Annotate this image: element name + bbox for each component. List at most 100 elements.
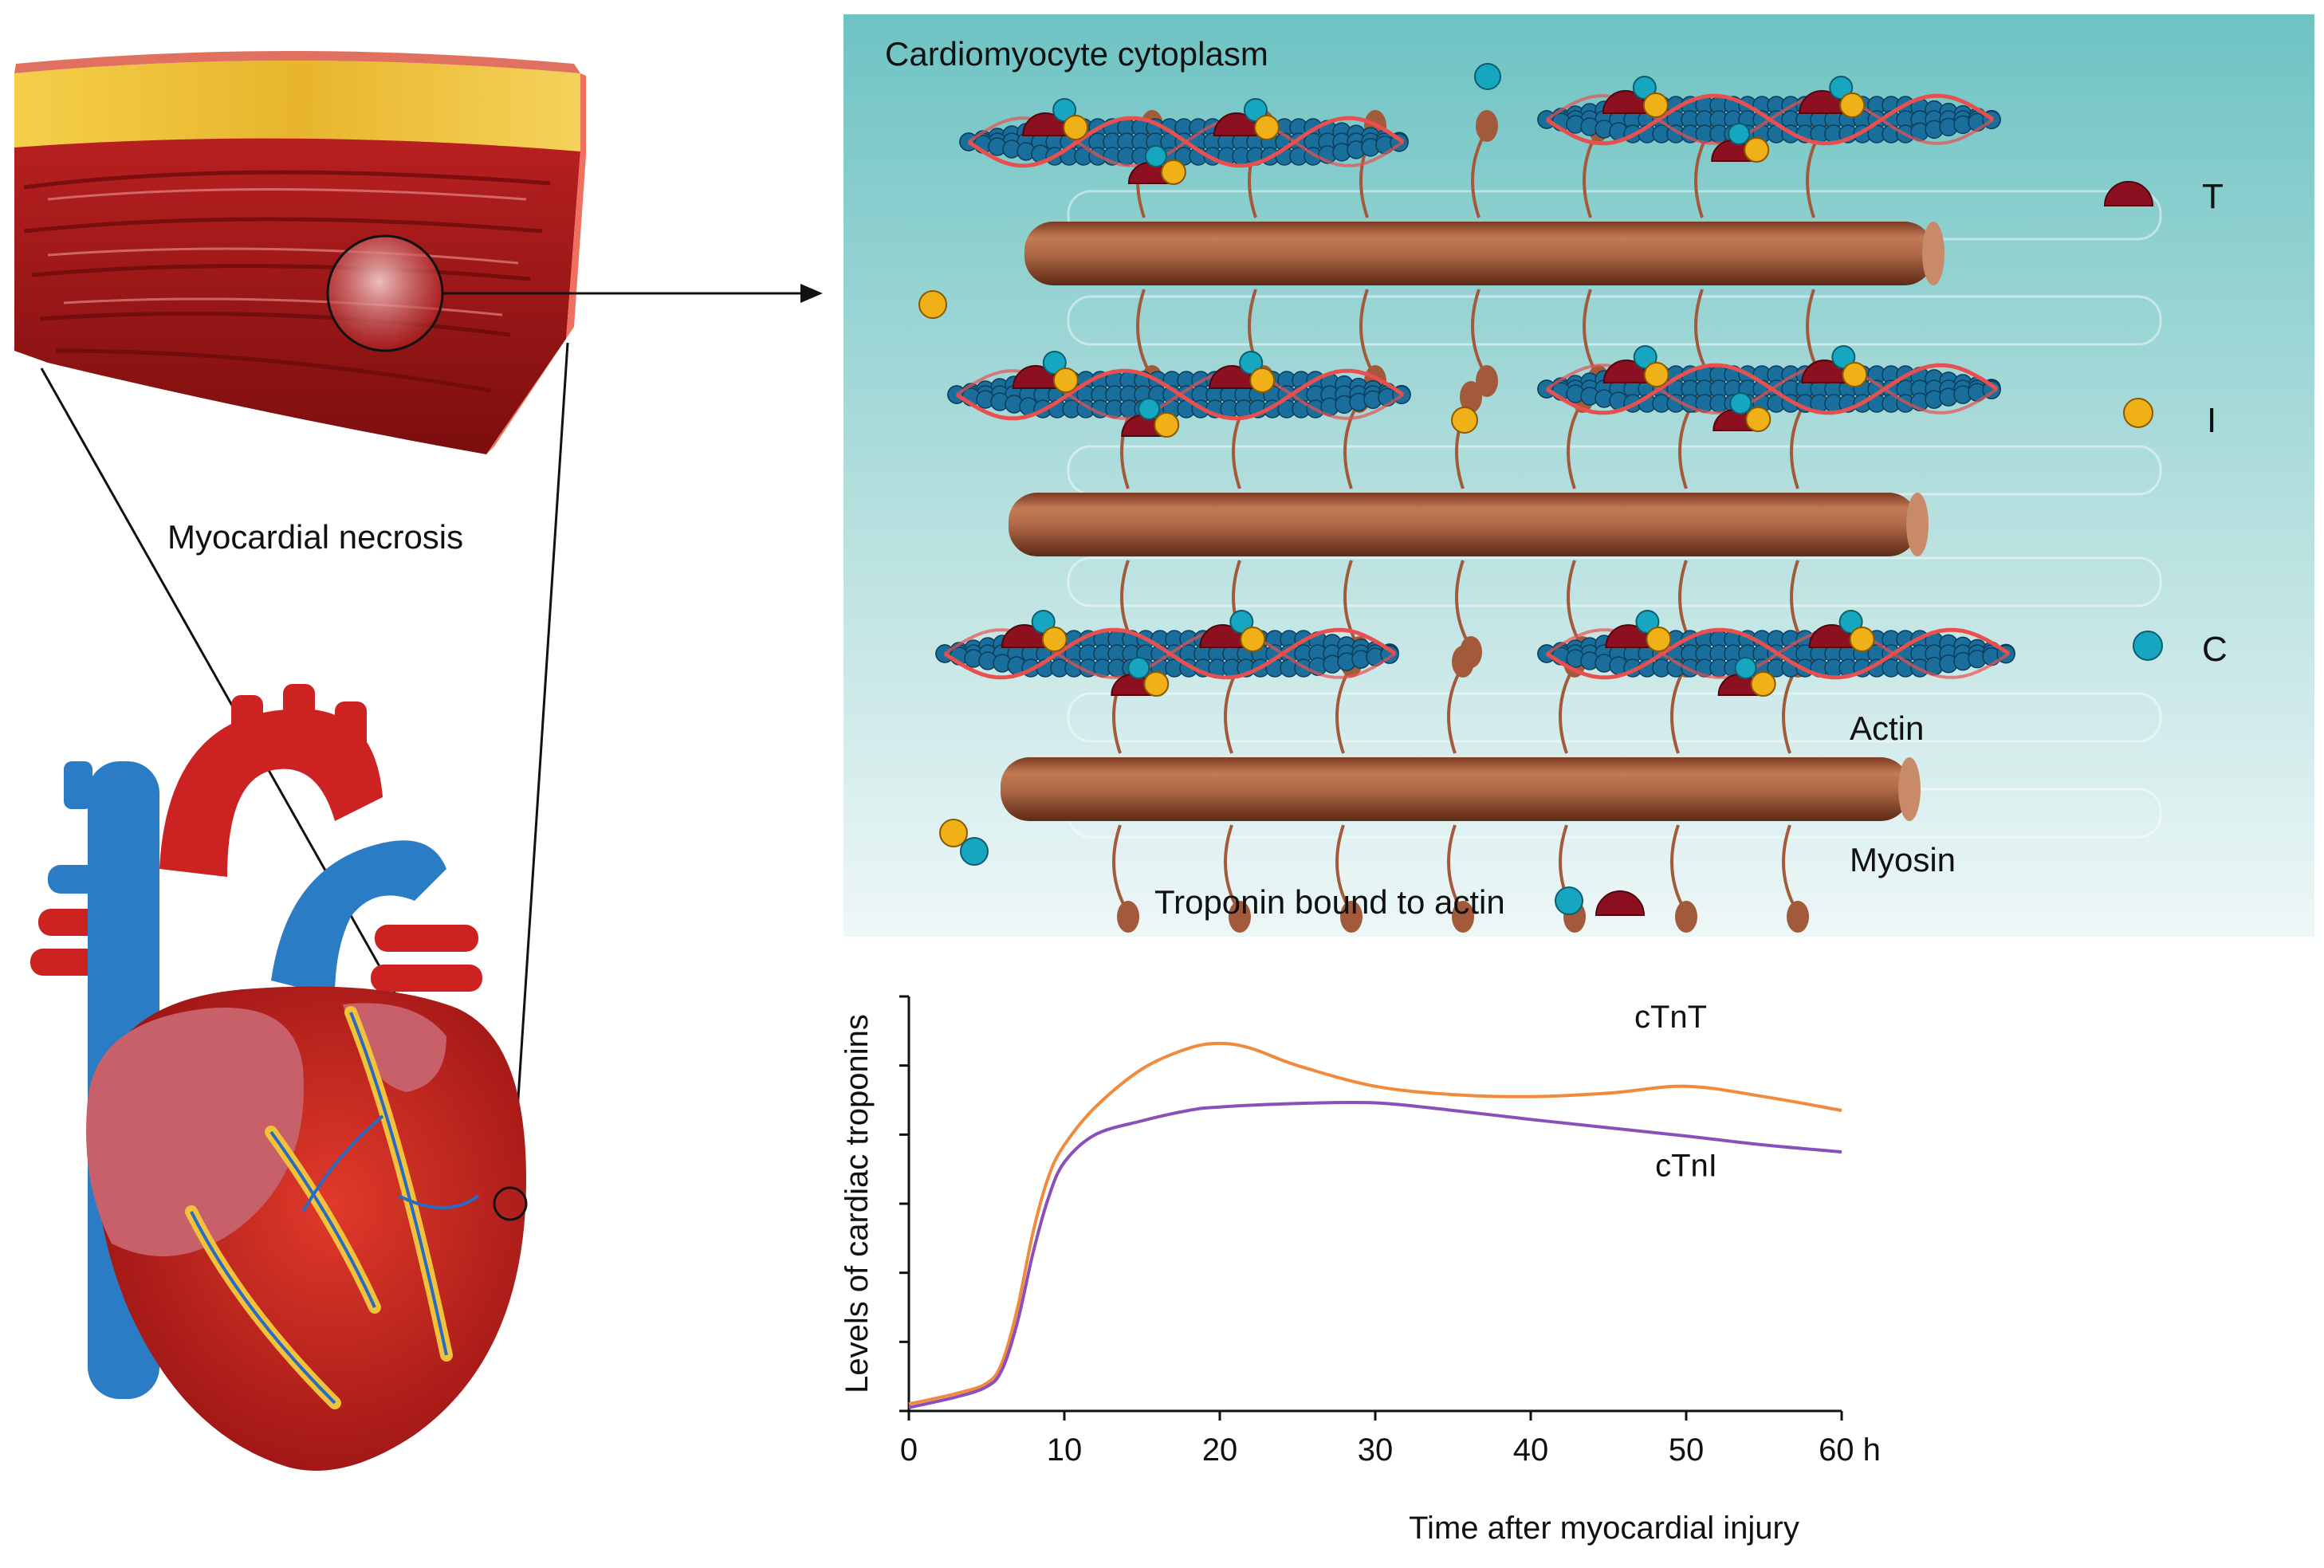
- necrosis-label: Myocardial necrosis: [167, 518, 464, 556]
- actin-filament: [947, 351, 1411, 438]
- myosin-head: [1452, 901, 1474, 933]
- series-lines: [908, 1041, 1842, 1409]
- aortic-branch: [231, 695, 263, 751]
- troponin-c-bead: [1144, 145, 1167, 167]
- troponin-i-bead: [1154, 412, 1180, 438]
- troponin-i-bead: [1063, 115, 1089, 140]
- actin-filament: [959, 98, 1409, 185]
- troponin-bound-legend-bead: [1555, 886, 1583, 915]
- myosin-head: [1476, 110, 1498, 142]
- coronary-veins: [190, 1012, 480, 1405]
- myosin-rod-end: [1906, 493, 1929, 556]
- pulmonary-branch: [375, 925, 478, 952]
- troponin-c-bead: [1229, 610, 1254, 634]
- myosin-head: [1452, 646, 1474, 678]
- fat-layer: [14, 61, 580, 151]
- troponin-i-legend-bead: [2123, 398, 2153, 428]
- troponin-c-bead: [1729, 392, 1752, 415]
- myosin-head: [1117, 901, 1139, 933]
- myosin-head: [1340, 901, 1363, 933]
- myosin-filaments: [1001, 110, 1945, 933]
- troponin-c-bead: [1633, 345, 1657, 369]
- troponin-i-bead: [1839, 92, 1866, 118]
- troponin-i-bead: [939, 819, 968, 847]
- myosin-head: [1229, 901, 1251, 933]
- troponin-c-label: C: [2202, 630, 2228, 669]
- troponin-i-bead: [918, 290, 947, 319]
- troponin-c-legend-bead: [2133, 631, 2163, 661]
- y-axis-label: Levels of cardiac troponins: [840, 1014, 875, 1393]
- troponin-i-bead: [1240, 627, 1266, 652]
- troponin-i-bead: [1143, 671, 1170, 697]
- troponin-i-bead: [1160, 159, 1186, 185]
- troponin-t-label: T: [2202, 177, 2224, 216]
- vena-cava-branch: [64, 761, 92, 809]
- muscle-fibers: [14, 138, 580, 455]
- troponin-c-bead: [1243, 98, 1268, 122]
- block-top-edge: [14, 51, 580, 73]
- myosin-rod: [1001, 757, 1909, 821]
- heart-illustration: [30, 684, 528, 1471]
- actin-filaments: [935, 76, 2015, 697]
- troponin-i-bead: [1646, 627, 1672, 652]
- muscle-tissue-block: [14, 51, 586, 455]
- troponin-i-bead: [1750, 671, 1776, 697]
- troponin-c-bead: [1632, 76, 1657, 100]
- x-tick-label: 20: [1202, 1432, 1238, 1468]
- troponin-c-bead: [1474, 63, 1501, 90]
- myosin-filament: [1001, 646, 1921, 933]
- troponin-c-bead: [960, 837, 989, 866]
- troponin-c-bead: [1635, 610, 1660, 634]
- zoom-marker: [493, 1186, 528, 1221]
- troponin-i-bead: [1253, 115, 1280, 140]
- x-tick-label: 30: [1358, 1432, 1394, 1468]
- y-ticks: [899, 995, 909, 1413]
- aortic-branch: [335, 701, 367, 757]
- x-tick-label: 60 h: [1819, 1432, 1881, 1468]
- troponin-i-bead: [1842, 362, 1868, 387]
- myosin-rod-end: [1898, 757, 1921, 821]
- ghost-tube: [1067, 692, 2162, 743]
- troponin-c-bead: [1829, 76, 1854, 100]
- myosin-rod-end: [1922, 222, 1945, 285]
- troponin-i-bead: [1451, 407, 1478, 434]
- aortic-branch: [283, 684, 315, 740]
- troponin-c-bead: [1127, 657, 1150, 679]
- actin-filament: [1537, 345, 2001, 432]
- myosin-rod: [1024, 222, 1933, 285]
- x-axis-label: Time after myocardial injury: [1409, 1511, 1799, 1546]
- arrow-head: [800, 284, 823, 303]
- troponin-c-bead: [1138, 398, 1161, 420]
- series-line-ctnt: [908, 1041, 1842, 1406]
- series-label-ctnt: cTnT: [1634, 1000, 1707, 1035]
- troponin-i-bead: [1744, 137, 1770, 163]
- actin-filament: [1537, 76, 2001, 163]
- troponin-i-bead: [1849, 627, 1875, 652]
- actin-label: Actin: [1850, 709, 1925, 747]
- pulmonary-branch: [371, 965, 482, 992]
- series-line-ctni: [908, 1100, 1842, 1409]
- troponin-i-bead: [1643, 362, 1669, 387]
- troponin-c-bead: [1728, 123, 1751, 145]
- troponin-bound-legend-dome: [1595, 890, 1646, 916]
- ghost-tube: [1067, 556, 2162, 607]
- aorta: [159, 709, 383, 877]
- troponin-c-bead: [1042, 351, 1067, 375]
- troponin-c-bead: [1031, 610, 1056, 634]
- troponin-i-bead: [1052, 367, 1079, 393]
- troponin-bound-label: Troponin bound to actin: [1154, 883, 1505, 921]
- myosin-head: [1476, 365, 1498, 397]
- free-troponin-subunits: [918, 63, 2163, 916]
- troponin-i-label: I: [2207, 401, 2217, 440]
- myosin-label: Myosin: [1850, 841, 1956, 878]
- myosin-head: [1787, 901, 1809, 933]
- cytoplasm-label: Cardiomyocyte cytoplasm: [885, 35, 1268, 73]
- actin-filament: [1537, 610, 2015, 697]
- magnifier-circle: [326, 234, 444, 352]
- troponin-t-legend-dome: [2103, 181, 2154, 206]
- troponin-c-bead: [1734, 657, 1757, 679]
